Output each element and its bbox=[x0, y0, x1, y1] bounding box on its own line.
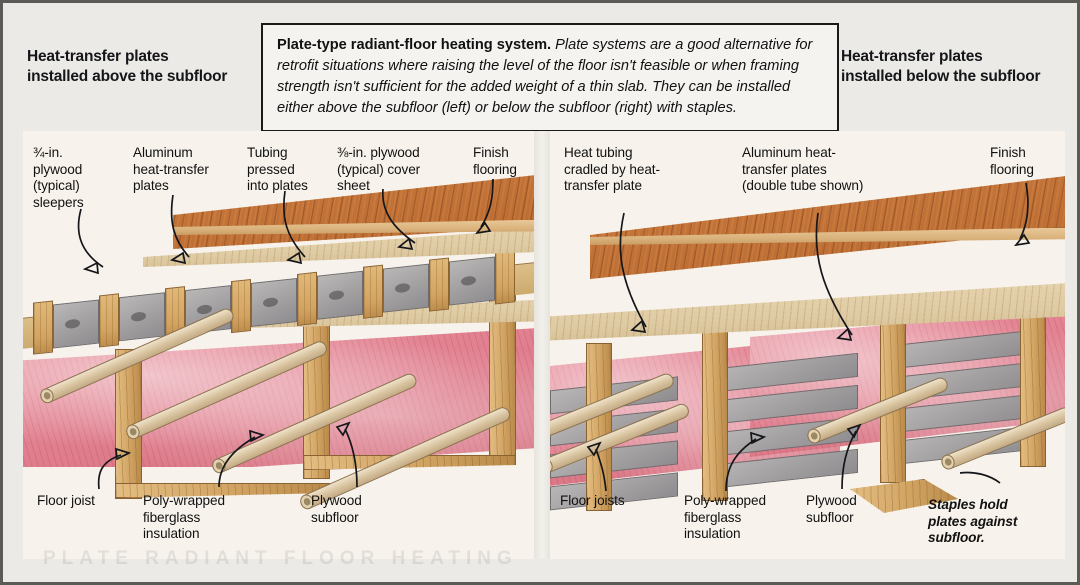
plywood-sleeper bbox=[297, 271, 317, 326]
heat-transfer-plate bbox=[708, 448, 858, 490]
heat-transfer-plate bbox=[449, 256, 495, 306]
label-insulation: Poly-wrapped fiberglass insulation bbox=[143, 493, 225, 542]
label-insulation: Poly-wrapped fiberglass insulation bbox=[684, 493, 766, 542]
plywood-sleeper bbox=[363, 264, 383, 319]
heat-transfer-plate bbox=[383, 263, 429, 313]
plywood-sleeper bbox=[429, 257, 449, 312]
illustration: ¾-in. plywood (typical) sleepers Aluminu… bbox=[23, 131, 1065, 559]
header-right: Heat-transfer plates installed below the… bbox=[841, 48, 1041, 86]
label-finish-flooring: Finish flooring bbox=[990, 145, 1034, 177]
panel-below-subfloor: Heat tubing cradled by heat- transfer pl… bbox=[550, 131, 1065, 559]
label-finish-flooring: Finish flooring bbox=[473, 145, 517, 177]
label-plywood-subfloor: Plywood subfloor bbox=[311, 493, 362, 525]
panel-above-subfloor: ¾-in. plywood (typical) sleepers Aluminu… bbox=[23, 131, 534, 559]
heat-transfer-plate bbox=[317, 270, 363, 320]
label-floor-joists: Floor joists bbox=[560, 493, 625, 508]
floor-joist bbox=[702, 329, 728, 501]
plywood-sleeper bbox=[495, 250, 515, 305]
label-plywood-sleepers: ¾-in. plywood (typical) sleepers bbox=[33, 145, 84, 210]
label-cover-sheet: ⅜-in. plywood (typical) cover sheet bbox=[337, 145, 421, 194]
label-floor-joist: Floor joist bbox=[37, 493, 95, 508]
panel-divider bbox=[534, 131, 550, 559]
floor-joist bbox=[586, 343, 612, 511]
plywood-sleeper bbox=[33, 300, 53, 355]
heat-transfer-plate bbox=[119, 292, 165, 342]
header-left: Heat-transfer plates installed above the… bbox=[27, 48, 228, 86]
caption-box: Plate-type radiant-floor heating system.… bbox=[261, 23, 839, 133]
label-staples-note: Staples hold plates against subfloor. bbox=[928, 497, 1018, 546]
bleed-through-text: PLATE RADIANT FLOOR HEATING bbox=[43, 548, 518, 569]
caption-lead: Plate-type radiant-floor heating system. bbox=[277, 37, 552, 53]
label-heat-tubing-cradled: Heat tubing cradled by heat- transfer pl… bbox=[564, 145, 660, 194]
label-tubing-pressed: Tubing pressed into plates bbox=[247, 145, 308, 194]
plywood-sleeper bbox=[231, 278, 251, 334]
label-aluminum-plates: Aluminum heat-transfer plates bbox=[133, 145, 209, 194]
plywood-sleeper bbox=[99, 293, 119, 348]
caption-body: Plate systems are a good alternative for… bbox=[277, 37, 813, 116]
heat-transfer-plate bbox=[53, 299, 99, 349]
label-plywood-subfloor: Plywood subfloor bbox=[806, 493, 857, 525]
label-aluminum-plates-double: Aluminum heat- transfer plates (double t… bbox=[742, 145, 864, 194]
heat-transfer-plate bbox=[251, 277, 297, 327]
